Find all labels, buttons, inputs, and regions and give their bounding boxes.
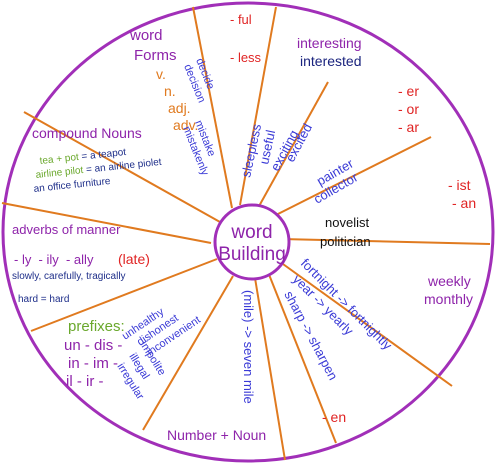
compound-example-2-parts: airline pilot [35,165,84,181]
spoke [192,6,233,209]
segment-ist-an: - ist - an novelist politician [320,177,476,249]
suffix-ist: - ist [448,177,471,193]
suffix-er: - er [398,83,419,99]
segment-compound-nouns: compound Nouns tea + pot = a teapot airl… [32,125,162,195]
center-title-line2: Building [218,244,286,265]
spoke [239,6,277,206]
prefixes-row-1: un - dis - [64,337,122,354]
suffix-ful: - ful [230,12,252,27]
adverbs-examples: slowly, carefully, tragically [12,271,126,282]
spoke [275,258,453,387]
word-forms-title-1: word [129,27,163,44]
suffix-an: - an [452,195,476,211]
word-monthly: monthly [424,291,473,307]
center-hub [213,203,291,281]
word-forms-v: v. [156,66,166,82]
word-forms-n: n. [164,83,176,99]
spoke [254,277,286,461]
word-forms-adv: adv. [173,117,198,133]
spoke [23,111,221,223]
adverbs-hard: hard = hard [18,294,69,305]
prefixes-row-3: il - ir - [66,373,104,390]
segment-number-noun: Number + Noun (mile) -> seven mile [167,290,266,443]
center-title-line1: word [230,222,272,243]
word-politician: politician [320,234,371,249]
adverbs-title: adverbs of manner [12,222,121,237]
word-useful: useful [256,128,278,165]
number-noun-title: Number + Noun [167,427,266,443]
segment-er-or-ar: - er - or - ar painter collector [311,83,419,207]
suffix-en: - en [322,409,346,425]
spoke [30,258,218,332]
suffix-or: - or [398,101,419,117]
word-forms-title-2: Forms [134,47,177,64]
word-interested: interested [300,53,361,69]
segment-prefixes: prefixes: un - dis - in - im - il - ir -… [64,306,203,403]
word-mile: (mile) -> seven mile [241,290,256,404]
spoke [267,271,337,444]
spoke [257,81,329,209]
prefixes-title: prefixes: [68,318,125,335]
segment-adverbs: adverbs of manner - ly - ily - ally (lat… [12,222,150,305]
word-forms-adj: adj. [168,100,191,116]
spoke [269,136,432,219]
word-interesting: interesting [297,35,362,51]
compound-example-1: tea + pot = a teapot [39,147,127,167]
spoke [1,202,212,244]
segment-interesting: interesting interested excited exciting [267,35,361,173]
adverbs-suffixes: - ly - ily - ally [14,252,94,267]
spoke [280,238,491,245]
word-novelist: novelist [325,215,369,230]
spoke [142,275,234,431]
compound-example-1-parts: tea + pot [39,152,79,167]
suffix-ar: - ar [398,119,419,135]
prefixes-row-2: in - im - [68,355,118,372]
compound-example-1-result: = a teapot [78,147,127,163]
adverbs-late: (late) [118,251,150,267]
segment-word-forms: word Forms v. n. adj. adv. decide decisi… [129,27,218,178]
suffix-less: - less [230,50,262,65]
word-weekly: weekly [427,273,471,289]
spokes [1,6,491,461]
compound-title: compound Nouns [32,125,142,141]
